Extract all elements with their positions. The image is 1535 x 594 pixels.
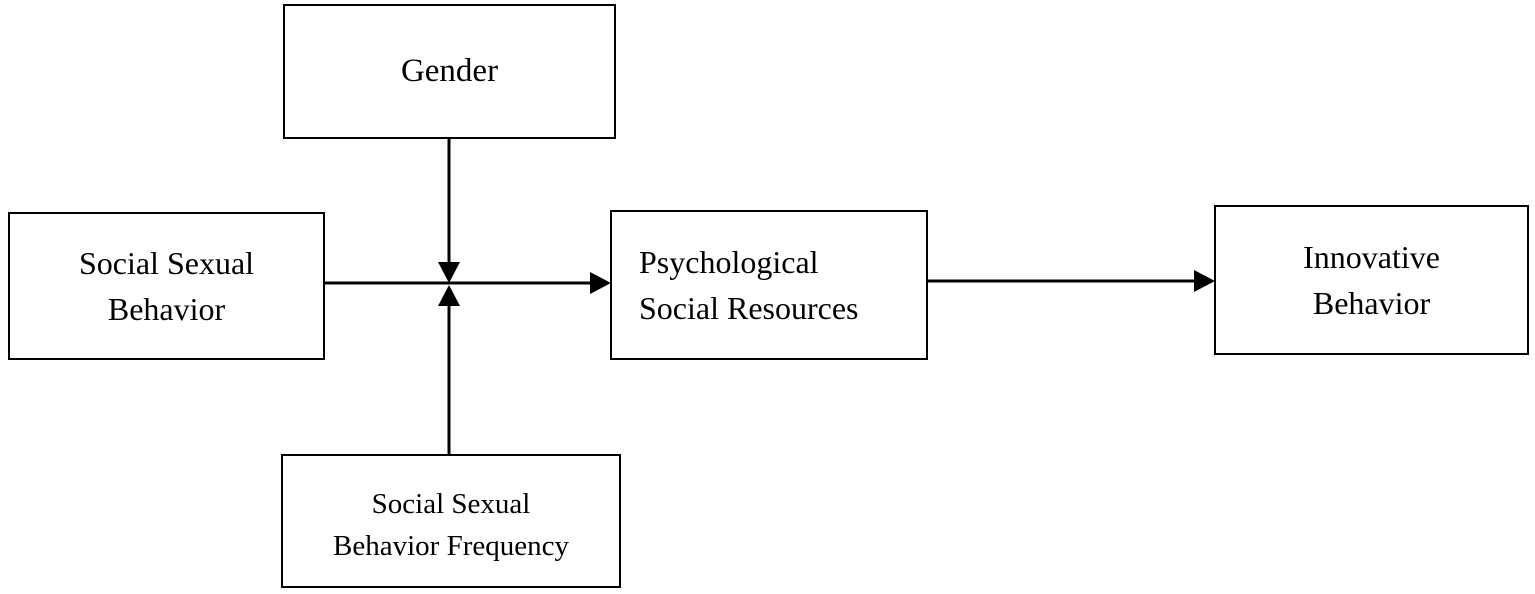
node-social-sexual-behavior-frequency: Social Sexual Behavior Frequency [281, 454, 621, 588]
node-social-sexual-behavior: Social Sexual Behavior [8, 212, 325, 360]
node-gender: Gender [283, 4, 616, 139]
arrow-psr-to-ib [928, 270, 1215, 292]
node-social-sexual-behavior-label: Social Sexual Behavior [78, 244, 255, 327]
arrow-gender-onto-path [438, 139, 460, 283]
node-psychological-social-resources-label: Psychological Social Resources [639, 243, 859, 326]
node-social-sexual-behavior-frequency-label: Social Sexual Behavior Frequency [333, 487, 569, 562]
node-innovative-behavior-label: Innovative Behavior [1303, 238, 1440, 321]
node-psychological-social-resources: Psychological Social Resources [610, 210, 928, 360]
arrow-ssb-to-psr [325, 272, 611, 294]
node-gender-label: Gender [400, 52, 499, 89]
node-innovative-behavior: Innovative Behavior [1214, 205, 1529, 355]
arrow-ssbf-onto-path [438, 285, 460, 454]
